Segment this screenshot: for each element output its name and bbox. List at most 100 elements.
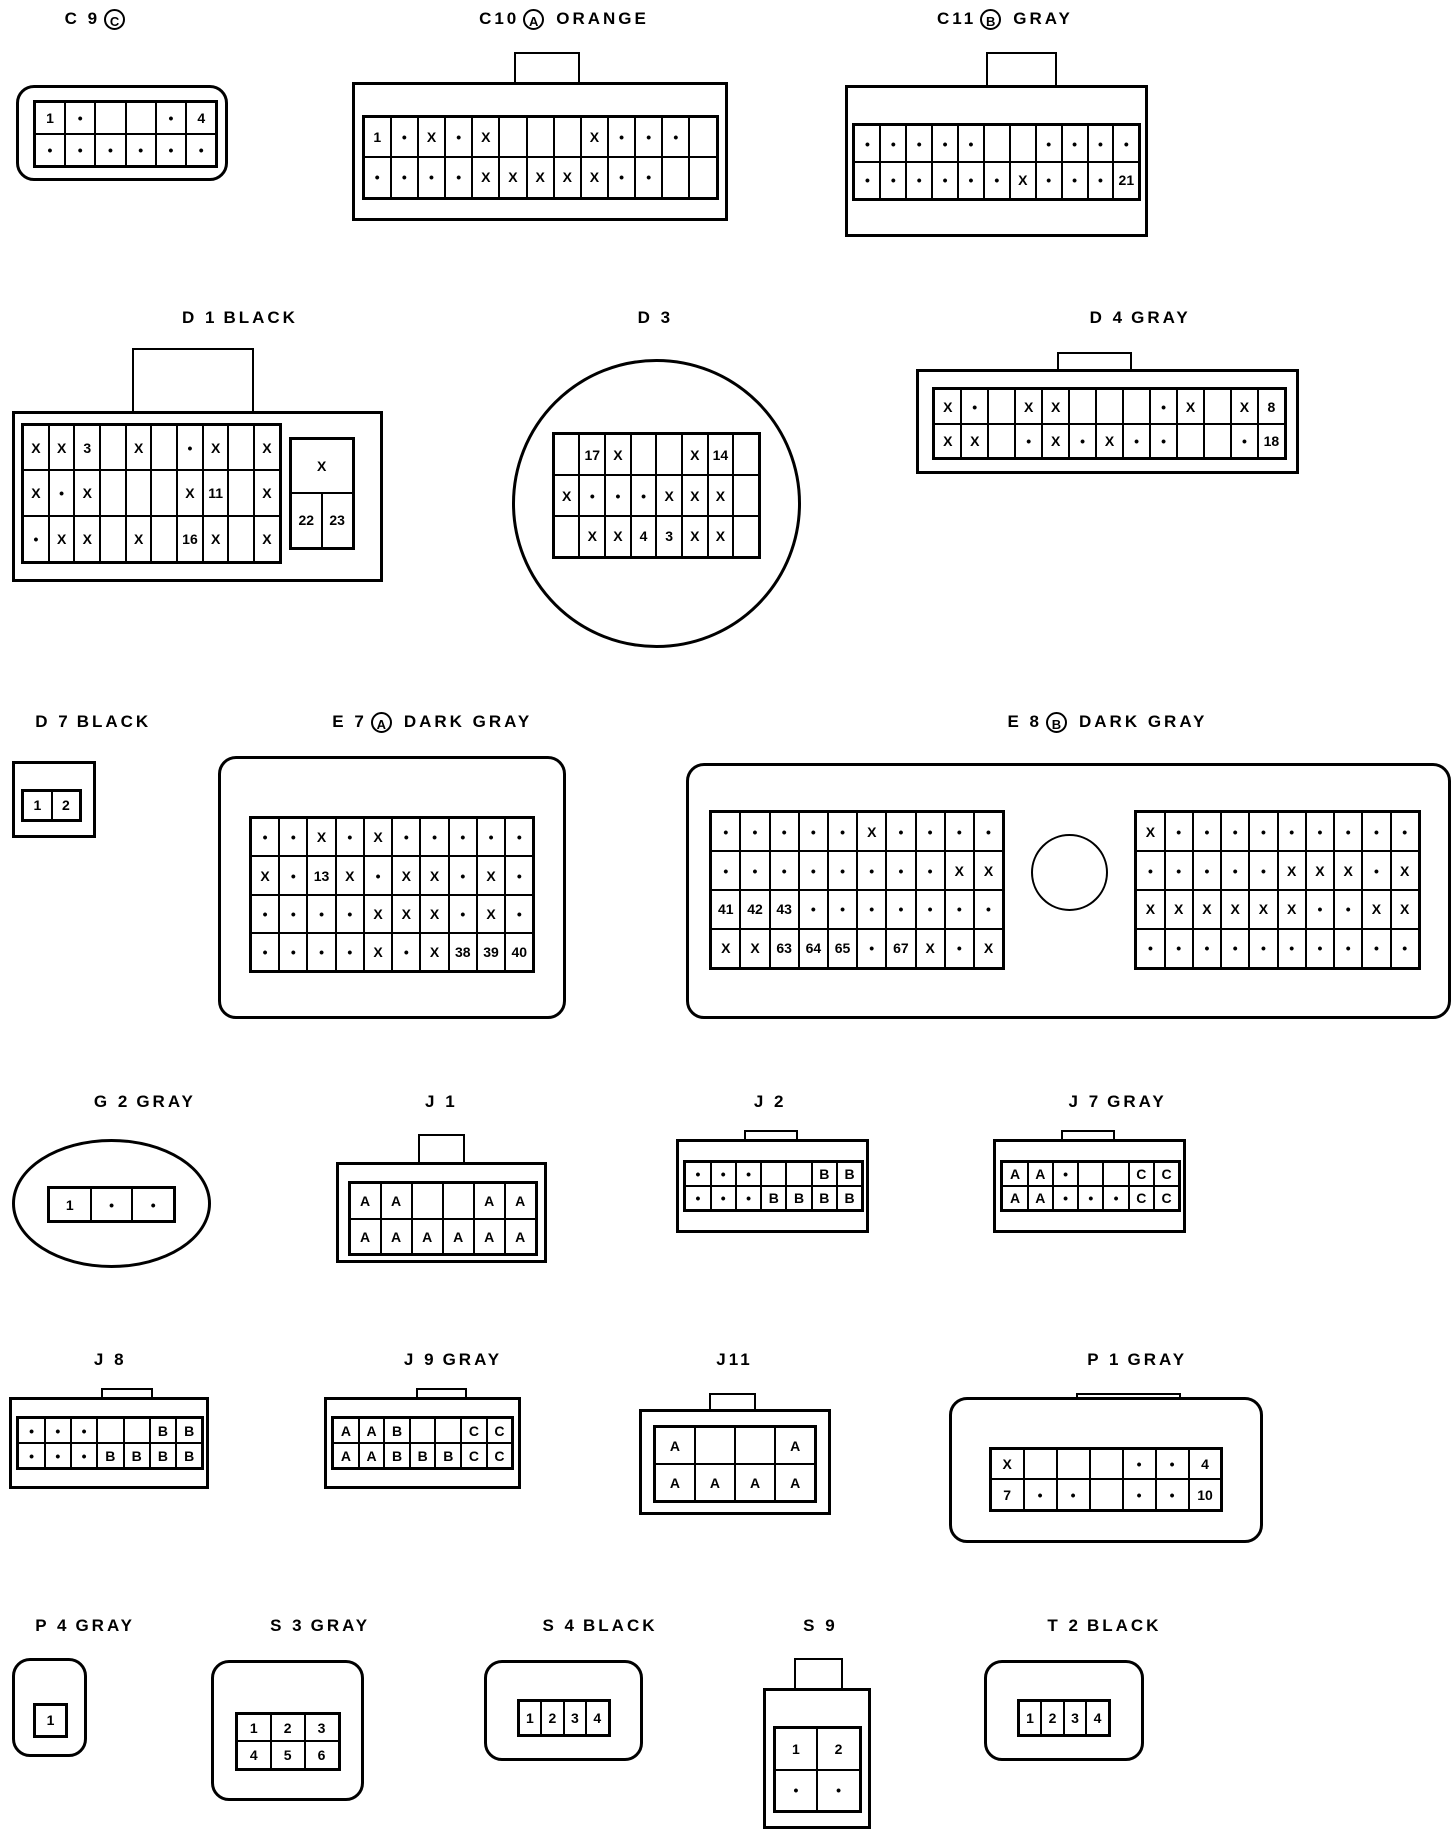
- connector-e8-pin: 65: [827, 928, 858, 968]
- connector-j1-pin: A: [504, 1218, 536, 1255]
- connector-c11-variant-circle: B: [980, 9, 1002, 31]
- connector-e8-pin: •: [827, 890, 858, 929]
- connector-j7-pin: A: [1002, 1162, 1028, 1186]
- connector-e7-pin: •: [250, 818, 280, 857]
- connector-c10-pin: •: [607, 157, 636, 198]
- connector-d3-pin: [733, 434, 759, 476]
- connector-c9-pin: •: [155, 133, 187, 166]
- connector-g2-pin: 1: [48, 1187, 91, 1222]
- connector-c11-pin: •: [983, 162, 1010, 199]
- connector-j11-pin: A: [654, 1427, 695, 1465]
- connector-d4-pin: [988, 389, 1016, 424]
- connector-e8-pin: •: [1305, 928, 1335, 968]
- connector-c9-pin: •: [34, 133, 66, 166]
- connector-d3-pin: •: [579, 475, 606, 516]
- connector-e8-pin: •: [1249, 851, 1278, 891]
- connector-d4-pin: X: [961, 423, 989, 459]
- connector-j9-pin: B: [384, 1418, 410, 1444]
- connector-e7-pin: •: [279, 933, 308, 972]
- connector-e7-pin: X: [420, 894, 449, 934]
- connector-c11-pin: •: [1113, 125, 1140, 163]
- connector-c11-pin: •: [880, 125, 907, 163]
- connector-c10-pin: X: [472, 157, 500, 198]
- connector-d4-pin: •: [1230, 423, 1258, 459]
- connector-c11-pin: •: [1061, 125, 1088, 163]
- connector-j1-pin: A: [473, 1183, 505, 1219]
- connector-e7-pin: •: [505, 818, 534, 857]
- connector-e8-pin: X: [1277, 890, 1306, 929]
- connector-j8-pin: B: [123, 1443, 150, 1469]
- connector-s4-pin: 3: [563, 1701, 587, 1735]
- connector-j9-pin: A: [358, 1418, 385, 1444]
- connector-c11-pin-grid: •••••••••••••••X•••21: [852, 123, 1142, 201]
- connector-e8-pin: •: [1390, 812, 1419, 852]
- connector-e8-pin: X: [944, 851, 974, 891]
- connector-d3-code: D 3: [637, 307, 674, 327]
- connector-s4-pin: 4: [586, 1701, 609, 1735]
- connector-p1-pin: •: [1122, 1448, 1156, 1480]
- connector-d1-pin: 3: [74, 424, 101, 471]
- connector-s4-color: BLACK: [583, 1615, 658, 1635]
- connector-d4-pin: [1203, 389, 1231, 424]
- connector-e8-pin: •: [973, 812, 1004, 852]
- connector-d3-label: D 3: [638, 308, 679, 328]
- connector-p4-code: P 4: [35, 1615, 70, 1635]
- connector-j11-pin: A: [694, 1464, 736, 1501]
- connector-d1-pin: •: [23, 515, 49, 562]
- connector-j8-code: J 8: [93, 1350, 127, 1370]
- connector-j8-pin: •: [18, 1443, 45, 1469]
- connector-e8-pin: •: [827, 851, 858, 891]
- connector-d1-pin: [151, 515, 178, 562]
- connector-j1-pin: A: [380, 1183, 412, 1219]
- connector-d4-pin: [1123, 389, 1151, 424]
- connector-c11-pin: •: [932, 162, 959, 199]
- connector-d1-pin: X: [202, 424, 229, 471]
- connector-d1-pin: X: [48, 424, 75, 471]
- connector-j2-pin: [786, 1162, 812, 1186]
- connector-e8-pin: •: [827, 812, 858, 852]
- connector-j8-pin: •: [70, 1418, 98, 1444]
- connector-e7-pin: •: [335, 818, 364, 857]
- connector-e8-pin: •: [1249, 928, 1278, 968]
- connector-c11-color: GRAY: [1013, 9, 1073, 29]
- connector-e8-pin: •: [915, 812, 945, 852]
- connector-g2-color: GRAY: [136, 1092, 196, 1111]
- connector-d7-color: BLACK: [76, 711, 152, 731]
- connector-j8-pin: B: [176, 1418, 203, 1444]
- connector-e8-pin: •: [886, 851, 916, 891]
- connector-e8-pin: •: [711, 851, 741, 891]
- connector-d4-pin: X: [1177, 389, 1204, 424]
- connector-p1-pin: •: [1122, 1479, 1156, 1511]
- connector-e8-variant-circle: B: [1045, 711, 1067, 733]
- connector-s4-code: S 4: [542, 1615, 577, 1635]
- connector-d3-pin: X: [605, 434, 631, 476]
- connector-d1-pin: 16: [177, 515, 203, 562]
- connector-d1-pin: X: [254, 515, 280, 562]
- connector-d4-pin: X: [1230, 389, 1258, 424]
- connector-j8-pin: [97, 1418, 124, 1444]
- connector-e7-pin: •: [335, 894, 364, 934]
- connector-e8-pin: •: [769, 851, 799, 891]
- connector-e7-pin: •: [505, 894, 534, 934]
- connector-j7-pin: A: [1027, 1185, 1053, 1210]
- connector-e8-pin: •: [1164, 812, 1193, 852]
- connector-d4-pin: X: [1096, 423, 1124, 459]
- connector-d7-pin: 1: [23, 791, 52, 820]
- connector-e8-pin: 43: [769, 890, 799, 929]
- connector-j2-pin: B: [761, 1185, 787, 1210]
- connector-e8-pin: •: [1277, 812, 1306, 852]
- connector-c9-pin: •: [65, 101, 96, 134]
- connector-e8-pin: •: [1164, 928, 1193, 968]
- connector-d4-pin: X: [934, 423, 962, 459]
- connector-e8-pin: •: [740, 812, 770, 852]
- connector-s3-pin: 6: [304, 1741, 339, 1769]
- connector-j8-pin: B: [97, 1443, 124, 1469]
- connector-s9-label: S 9: [803, 1616, 844, 1636]
- connector-c10-pin: [553, 117, 581, 158]
- connector-s9-pin: •: [817, 1769, 860, 1811]
